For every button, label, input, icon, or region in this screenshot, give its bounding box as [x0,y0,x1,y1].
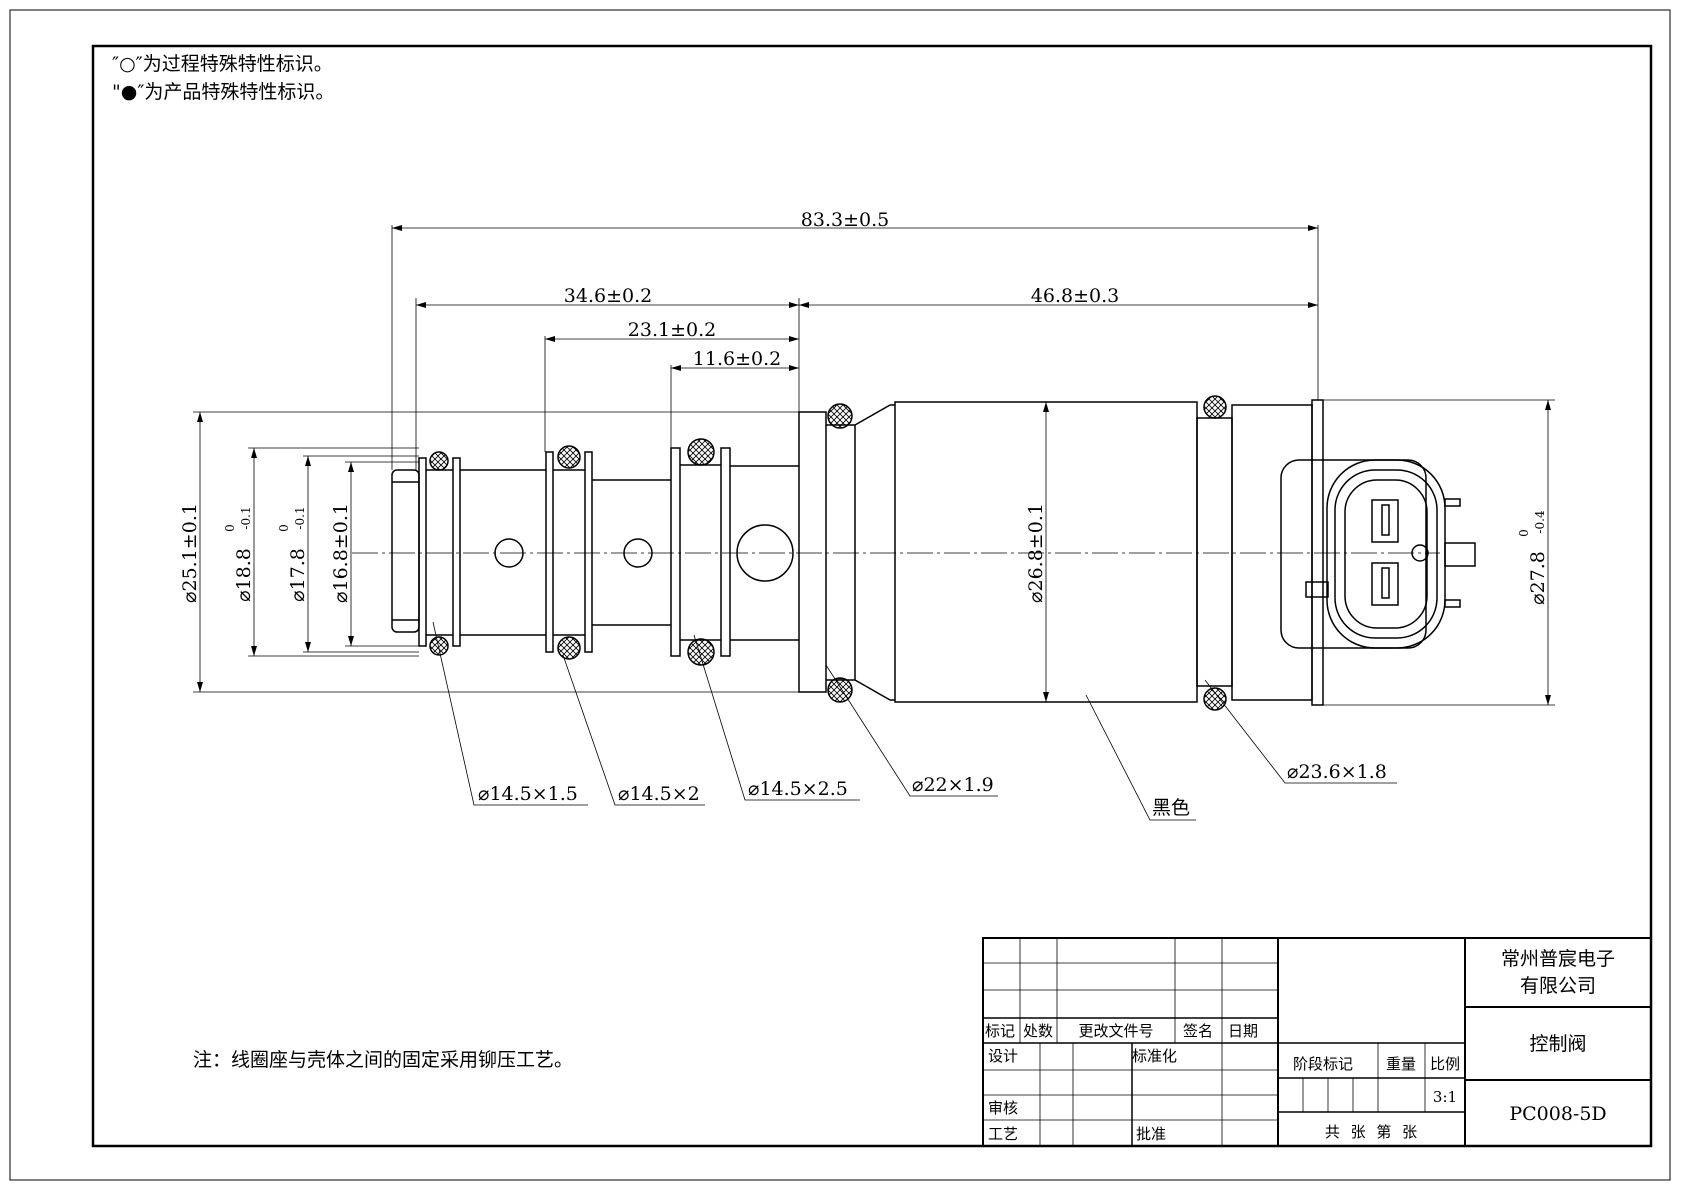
oring-5-bottom [1203,687,1227,711]
oring-1-top [429,451,449,471]
tb-role-standardize: 标准化 [1132,1047,1177,1065]
dim-length-d: 46.8±0.3 [1031,285,1119,307]
arrowheads [197,225,1551,705]
oring-5-top [1203,395,1227,419]
tb-header-mark: 标记 [985,1022,1015,1040]
callout-oring-2: ⌀14.5×2 [618,783,700,805]
product-mark-note: "●″为产品特殊特性标识。 [112,81,334,103]
dimension-lines [193,225,1555,706]
oring-3-top [687,438,715,466]
tb-drawing-number: PC008-5D [1509,1103,1606,1125]
dim-length-c: 11.6±0.2 [693,348,781,370]
tb-role-approve: 批准 [1136,1125,1166,1143]
dim-length-a: 34.6±0.2 [564,285,652,307]
valve-body [391,399,1476,706]
title-block [982,937,1652,1147]
process-mark-note: ″○″为过程特殊特性标识。 [112,53,333,75]
tb-role-design: 设计 [988,1047,1018,1065]
tb-sheets: 共 张 第 张 [1325,1123,1417,1141]
tb-part-name: 控制阀 [1529,1033,1586,1055]
inner-frame [91,44,1653,1148]
port-hole-2 [623,538,653,568]
port-hole-3 [736,524,794,582]
dim-dia-18-8-group: ⌀18.8 0 -0.1 [223,506,255,601]
port-hole-1 [494,538,524,568]
dim-dia-18-8: ⌀18.8 [233,548,255,602]
dim-dia-16-8: ⌀16.8±0.1 [330,503,352,603]
dim-length-b: 23.1±0.2 [628,319,716,341]
dim-dia-18-8-tol-lower: -0.1 [239,506,253,529]
tb-header-change-doc: 更改文件号 [1078,1022,1153,1040]
pin-upper [1371,499,1399,543]
tb-header-signature: 签名 [1183,1022,1213,1040]
tb-company-line1: 常州普宸电子 [1501,948,1615,970]
tb-header-count: 处数 [1023,1022,1053,1040]
tb-scale-value: 3:1 [1433,1088,1457,1106]
dim-dia-17-8-group: ⌀17.8 0 -0.1 [277,506,309,601]
connector-housing [1280,459,1427,649]
outer-border [9,9,1671,1181]
dim-dia-27-8: ⌀27.8 [1527,551,1549,605]
tb-header-date: 日期 [1228,1022,1258,1040]
end-cap [391,469,420,633]
tb-scale-label: 比例 [1430,1055,1460,1073]
pin-lower [1371,562,1399,606]
dim-overall-length: 83.3±0.5 [801,209,889,231]
dim-dia-27-8-group: ⌀27.8 0 -0.4 [1517,510,1549,605]
tb-company-line2: 有限公司 [1520,975,1596,997]
dim-dia-17-8-tol-lower: -0.1 [293,506,307,529]
o-rings [429,395,1227,711]
callout-oring-1: ⌀14.5×1.5 [478,783,578,805]
dim-dia-17-8: ⌀17.8 [287,548,309,602]
oring-4-top [827,403,853,429]
oring-3-bottom [687,638,715,666]
riveting-note: 注：线圈座与壳体之间的固定采用铆压工艺。 [193,1049,573,1071]
tb-role-review: 审核 [988,1099,1018,1117]
dim-dia-18-8-tol-upper: 0 [223,524,237,532]
tb-weight: 重量 [1386,1055,1416,1073]
dim-dia-27-8-tol-upper: 0 [1517,529,1531,537]
dim-dia-25-1: ⌀25.1±0.1 [179,503,201,603]
callout-oring-3: ⌀14.5×2.5 [748,778,848,800]
oring-2-top [557,445,581,469]
leader-lines [432,621,1397,821]
callout-oring-4: ⌀22×1.9 [912,774,994,796]
tb-stage: 阶段标记 [1293,1055,1353,1073]
dim-dia-17-8-tol-upper: 0 [277,524,291,532]
callout-oring-5: ⌀23.6×1.8 [1287,761,1387,783]
tb-role-process: 工艺 [988,1125,1018,1143]
oring-2-bottom [557,636,581,660]
oring-4-bottom [827,677,853,703]
title-block-text: 标记 处数 更改文件号 签名 日期 设计 标准化 审核 工艺 批准 阶段标记 重… [985,948,1615,1143]
dim-dia-27-8-tol-lower: -0.4 [1533,510,1547,534]
dim-dia-26-8: ⌀26.8±0.1 [1025,503,1047,603]
callout-color: 黑色 [1152,797,1190,819]
oring-1-bottom [429,636,449,656]
